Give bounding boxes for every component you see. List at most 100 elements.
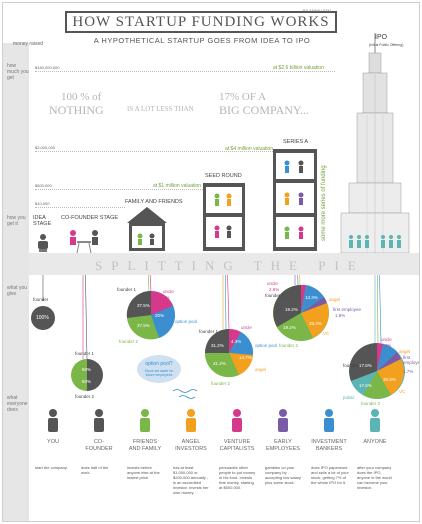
pie-ipo [349,343,405,399]
valuation-ipo: at $2.6 billion valuation [273,65,324,71]
stage-cofounder: CO-FOUNDER STAGE [61,215,119,221]
persona-vc: VENTURE CAPITALISTS [219,439,255,452]
pie6-b: 17.6% [359,383,372,388]
pie4-pool: option pool [255,343,278,348]
pie4-uncle: uncle [241,325,252,330]
stage-ipo-sub: (Initial Public Offering) [369,43,404,47]
splitting-title: SPLITTING THE PIE [95,258,365,273]
pie5-b: 19.2% [283,325,296,330]
persona-employee-desc: gambles on your company by accepting low… [265,465,302,485]
slogan-mid: IS A LOT LESS THAN [127,105,194,113]
pie-founder-only [31,306,55,330]
pie1-pct: 100% [36,315,49,321]
splitting-band [29,253,419,275]
axis-tick: $2,000,000 [35,145,56,150]
guide-line [35,189,215,190]
pie4-d: 4.3% [231,339,242,344]
stage-ipo: IPO [375,34,388,41]
pie4-b: 31.2% [213,361,226,366]
guide-line [35,151,285,152]
title-box: HOW STARTUP FUNDING WORKS [65,11,337,33]
family-house [127,207,167,251]
pie6-a: 17.6% [359,363,372,368]
axis-tick: $150,000,000 [35,65,60,70]
pie6-angel: angel [399,349,411,354]
byline: BY ANNA VITAL [303,8,332,13]
person-employee-icon [278,409,288,432]
pie3-d: 5% [163,295,170,300]
pie5-uncle: uncle [267,281,278,286]
person-vc-icon [232,409,242,432]
stage-series-a: SERIES A [283,139,309,145]
persona-family-desc: invests before anyone else at the lowest… [127,465,160,480]
pie6-vc: VC [399,389,406,394]
pie3-pool: option pool [175,319,198,324]
subtitle: A HYPOTHETICAL STARTUP GOES FROM IDEA TO… [93,36,311,45]
gutter-how-much: how much you get [7,63,29,81]
persona-banker-desc: does IPO paperwork and sells a lot of yo… [311,465,349,485]
persona-family: FRIENDS AND FAMILY [128,439,162,452]
page-title: HOW STARTUP FUNDING WORKS [72,14,330,30]
persona-angel: ANGEL INVESTORS [175,439,207,452]
illustration-layer [38,33,410,360]
stage-seed: SEED ROUND [205,173,242,179]
cofounders-icon [70,230,98,254]
pie-seed [204,328,254,378]
axis-tick: $10,000 [35,201,50,206]
pie5-fe: first employee [333,307,362,312]
slogan-right-b: BIG COMPANY... [219,103,310,117]
pie6-d: 2.4% [381,343,392,348]
pie4-f1: founder 1 [199,329,219,334]
wave-icon [178,395,196,399]
axis-tick: $500,000 [35,183,52,188]
person-family-icon [140,409,150,432]
person-anyone-icon [370,409,380,432]
pies-layer [31,284,405,399]
slogan-left-b: NOTHING [49,103,104,117]
pie-series-a [273,284,329,341]
pie5-a: 19.2% [285,307,298,312]
pie3-a: 37.5% [137,303,150,308]
pie3-c: 20% [155,313,165,318]
gutter-how-get: how you get it [7,215,26,227]
wave-icon [172,389,198,393]
person-angel-icon [186,409,196,432]
pie4-angel: angel [255,367,267,372]
option-pool-note: option pool? [145,361,173,367]
persona-icons [48,409,380,432]
pie5-angel: angel [329,297,341,302]
pie6-uncle: uncle [381,337,392,342]
pie5-vc: VC [323,331,330,336]
pie6-f1: founder 1 [343,363,363,368]
gutter-what-give: what you give [7,285,28,297]
pie4-c: 14.7% [239,355,252,360]
persona-banker: INVESTMENT BANKERS [311,439,347,452]
person-you-icon [48,409,58,432]
slogan-right-a: 17% OF A [219,91,267,103]
option-pool-sub: Stock set aside for future employees [144,369,174,377]
pie6-e: 1.7% [403,369,414,374]
axis-head: money raised [13,41,44,47]
pie3-uncle: uncle [163,289,174,294]
guide-line [35,207,125,208]
persona-anyone-desc: after your company does the IPO, anyone … [357,465,392,490]
seed-building [203,183,245,251]
series-a-building [273,149,317,251]
person-banker-icon [324,409,334,432]
pie2-b: 50% [82,379,92,384]
persona-you-desc: start the company. [35,465,68,470]
slogan-left-a: 100 % of [61,91,102,103]
pie1-founder-label: founder [33,297,49,302]
pie-family [126,290,175,340]
gutter-what-does: what everyone does [7,395,28,413]
pie6-fe: first employee [403,355,420,365]
pie-cofounders [71,359,103,391]
pie3-f1: founder 1 [117,287,137,292]
persona-cofounder-desc: does half of the work. [81,465,109,475]
valuation-series-a: at $4 million valuation [225,146,274,152]
pie6-c: 30.3% [383,377,396,382]
pie3-f2: founder 2 [119,339,139,344]
guide-line [35,71,335,72]
pie5-e: 1.8% [335,313,346,318]
